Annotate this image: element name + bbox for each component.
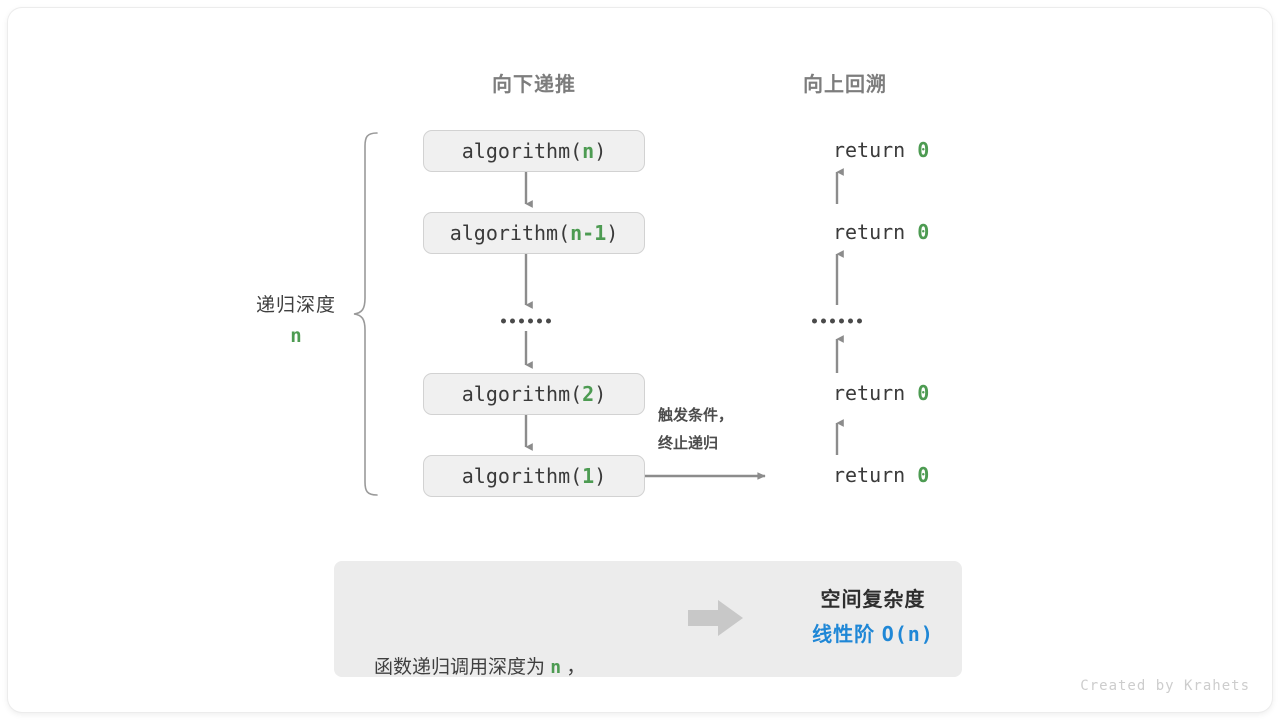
return-value: 0 [917,138,930,162]
call-frame-box: algorithm(n-1) [423,212,645,254]
complexity-summary-panel: 函数递归调用深度为 n ， 共使用 O(n) 的栈帧空间 空间复杂度 线性阶 O… [334,561,963,678]
base-case-note: 触发条件， 终止递归 [658,402,733,458]
call-frame-suffix: ) [606,221,619,245]
call-frame-box: algorithm(1) [423,455,645,497]
summary-line-1-text-a: 函数递归调用深度为 [374,657,551,678]
ellipsis-dots-left [501,318,551,324]
call-frame-arg: 2 [582,382,595,406]
column-heading-up: 向上回溯 [803,74,887,96]
dot [510,318,515,324]
dot [812,318,817,324]
call-frame-prefix: algorithm( [461,139,583,163]
dot [830,318,835,324]
call-frame-prefix: algorithm( [449,221,571,245]
return-statement: return 0 [761,114,930,186]
summary-description: 函数递归调用深度为 n ， 共使用 O(n) 的栈帧空间 [374,583,585,712]
dot [821,318,826,324]
return-value: 0 [917,220,930,244]
return-keyword: return [832,381,918,405]
return-value: 0 [917,381,930,405]
call-frame-arg: n [582,139,595,163]
complexity-title: 空间复杂度 [820,589,926,611]
diagram-frame: 向下递推 向上回溯 递归深度 n algorithm(n) algorithm(… [8,8,1272,712]
summary-line-1-text-b: ， [561,657,586,678]
dot [501,318,506,324]
depth-brace [353,132,378,496]
call-frame-arg: 1 [582,464,595,488]
complexity-value-label: 线性阶 [812,624,882,646]
base-case-note-line2: 终止递归 [658,435,719,452]
call-frame-suffix: ) [594,139,607,163]
credit-text: Created by Krahets [1080,678,1250,694]
complexity-value-notation: O(n) [881,622,934,646]
dot [528,318,533,324]
call-frame-prefix: algorithm( [461,382,583,406]
complexity-result: 空间复杂度 线性阶 O(n) [783,583,963,652]
call-frame-box: algorithm(2) [423,373,645,415]
dot [546,318,551,324]
column-heading-down: 向下递推 [492,74,576,96]
ellipsis-dots-right [812,318,862,324]
call-frame-prefix: algorithm( [461,464,583,488]
recursion-depth-value: n [290,325,302,347]
complexity-value: 线性阶 O(n) [783,617,963,652]
call-frame-box: algorithm(n) [423,130,645,172]
dot [519,318,524,324]
call-frame-suffix: ) [594,382,607,406]
recursion-depth-label: 递归深度 n [256,290,336,347]
recursion-depth-text: 递归深度 [255,295,337,316]
return-statement: return 0 [761,357,930,429]
base-case-note-line1: 触发条件， [658,407,734,424]
fat-right-arrow-icon [688,600,743,636]
summary-line-1: 函数递归调用深度为 n ， [374,651,585,685]
return-statement: return 0 [761,196,930,268]
call-frame-suffix: ) [594,464,607,488]
return-keyword: return [832,138,918,162]
return-value: 0 [917,463,930,487]
return-keyword: return [832,220,918,244]
summary-line-1-n: n [550,657,562,678]
dot [848,318,853,324]
call-frame-arg: n-1 [570,221,607,245]
dot [537,318,542,324]
return-keyword: return [832,463,918,487]
dot [839,318,844,324]
dot [857,318,862,324]
return-statement: return 0 [761,439,930,511]
